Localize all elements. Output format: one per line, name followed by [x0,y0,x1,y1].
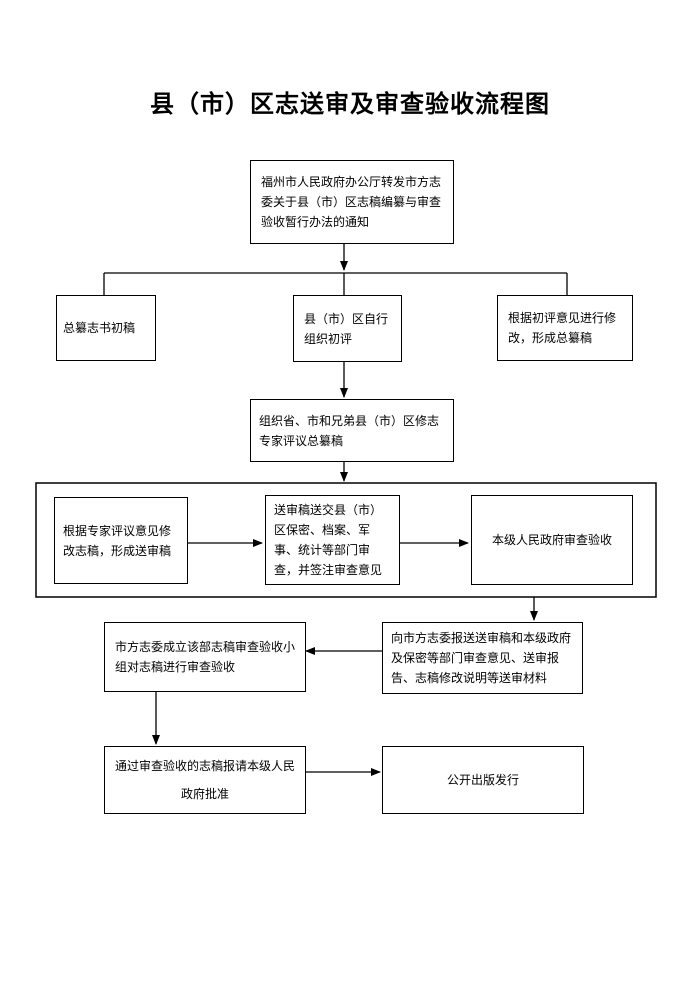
node-city-group-text: 市方志委成立该部志稿审查验收小组对志稿进行审查验收 [115,640,296,674]
node-revise-expert-text: 根据专家评议意见修改志稿，形成送审稿 [63,523,172,558]
node-city-group: 市方志委成立该部志稿审查验收小组对志稿进行审查验收 [104,622,306,692]
node-revise-expert: 根据专家评议意见修改志稿，形成送审稿 [54,497,188,584]
node-publish-text: 公开出版发行 [446,773,519,787]
node-dept-review: 送审稿送交县（市）区保密、档案、军事、统计等部门审查，并签注审查意见 [265,495,400,585]
node-notice-text: 福州市人民政府办公厅转发市方志委关于县（市）区志稿编纂与审查验收暂行办法的通知 [261,175,442,229]
node-self-review-text: 县（市）区自行组织初评 [304,311,389,346]
node-revise-after-first: 根据初评意见进行修改，形成总纂稿 [497,295,633,361]
node-submit-city: 向市方志委报送送审稿和本级政府及保密等部门审查意见、送审报告、志稿修改说明等送审… [382,622,583,694]
node-expert-review-text: 组织省、市和兄弟县（市）区修志专家评议总纂稿 [259,413,440,448]
page-title: 县（市）区志送审及审查验收流程图 [150,89,550,118]
node-gov-review-text: 本级人民政府审查验收 [491,533,612,547]
node-dept-review-text: 送审稿送交县（市）区保密、档案、军事、统计等部门审查，并签注审查意见 [274,503,383,577]
node-expert-review: 组织省、市和兄弟县（市）区修志专家评议总纂稿 [250,399,454,462]
node-submit-city-text: 向市方志委报送送审稿和本级政府及保密等部门审查意见、送审报告、志稿修改说明等送审… [391,631,572,685]
node-first-draft-text: 总纂志书初稿 [63,321,136,335]
node-self-review: 县（市）区自行组织初评 [293,295,402,362]
node-approval: 通过审查验收的志稿报请本级人民政府批准 [104,746,306,814]
node-notice: 福州市人民政府办公厅转发市方志委关于县（市）区志稿编纂与审查验收暂行办法的通知 [250,160,454,244]
node-revise-after-first-text: 根据初评意见进行修改，形成总纂稿 [508,311,617,345]
stage-frame [35,482,657,598]
node-first-draft: 总纂志书初稿 [56,295,156,361]
node-gov-review: 本级人民政府审查验收 [471,495,633,585]
node-approval-text: 通过审查验收的志稿报请本级人民政府批准 [114,759,295,801]
node-publish: 公开出版发行 [382,746,584,814]
